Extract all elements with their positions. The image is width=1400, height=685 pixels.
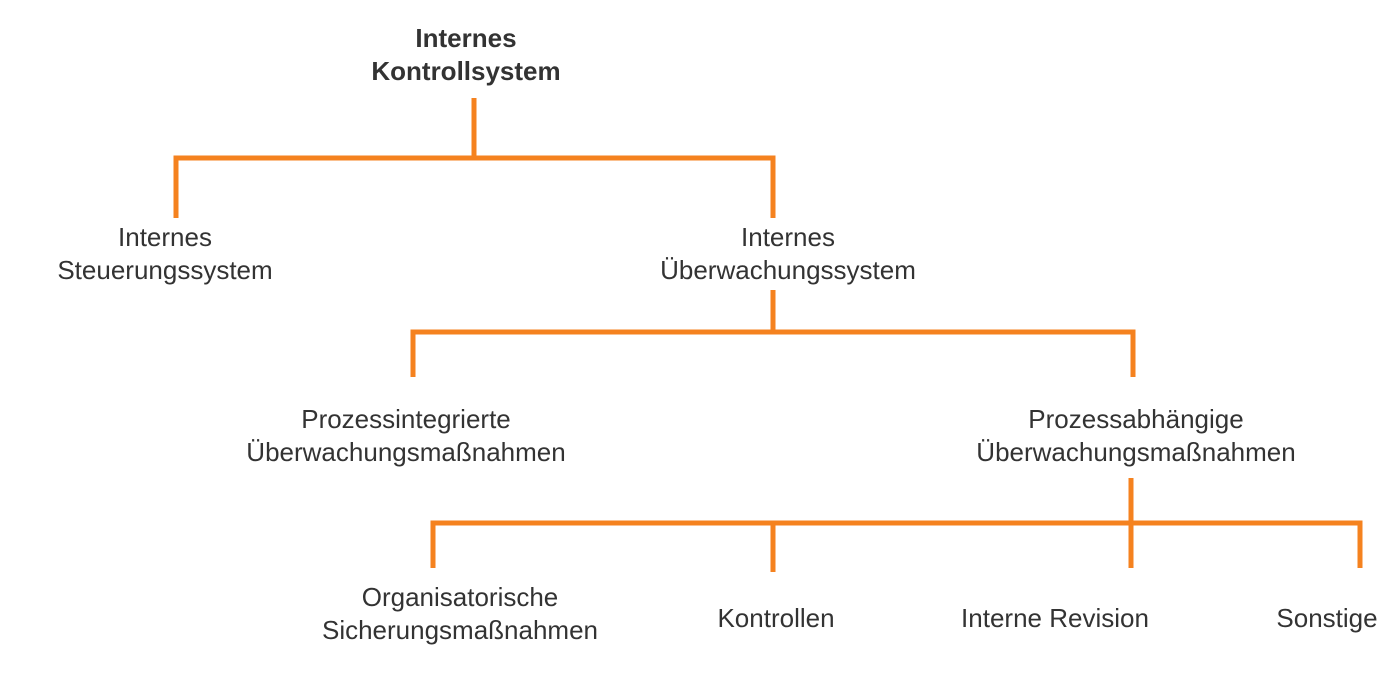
node-line: Sonstige <box>1276 603 1378 633</box>
node-line: Überwachungsmaßnahmen <box>976 437 1296 467</box>
node-kontrollen: Kontrollen <box>717 602 834 635</box>
node-prozessintegrierte-massnahmen: Prozessintegrierte Überwachungsmaßnahmen <box>246 403 565 469</box>
node-internes-steuerungssystem: Internes Steuerungssystem <box>57 221 272 287</box>
node-line: Kontrollen <box>717 603 835 633</box>
node-line: Überwachungssystem <box>660 255 916 285</box>
node-line: Interne Revision <box>961 603 1149 633</box>
node-sonstige: Sonstige <box>1276 602 1377 635</box>
node-line: Überwachungsmaßnahmen <box>246 437 566 467</box>
node-organisatorische-sicherungsmassnahmen: Organisatorische Sicherungsmaßnahmen <box>322 581 598 647</box>
node-line: Organisatorische <box>361 582 559 612</box>
node-internes-ueberwachungssystem: Internes Überwachungssystem <box>660 221 916 287</box>
node-line: Internes <box>415 23 517 53</box>
node-line: Steuerungssystem <box>57 255 273 285</box>
node-line: Internes <box>118 222 212 252</box>
node-line: Internes <box>741 222 835 252</box>
node-internes-kontrollsystem: Internes Kontrollsystem <box>371 22 560 88</box>
node-line: Prozessintegrierte <box>301 404 511 434</box>
node-prozessabhaengige-massnahmen: Prozessabhängige Überwachungsmaßnahmen <box>976 403 1295 469</box>
connector-level1-bar <box>173 155 776 218</box>
node-line: Sicherungsmaßnahmen <box>321 615 599 645</box>
connector-level3-bar <box>430 520 1363 568</box>
connector-level2-bar <box>410 329 1136 377</box>
node-line: Prozessabhängige <box>1028 404 1244 434</box>
node-line: Kontrollsystem <box>371 56 561 86</box>
node-interne-revision: Interne Revision <box>961 602 1149 635</box>
